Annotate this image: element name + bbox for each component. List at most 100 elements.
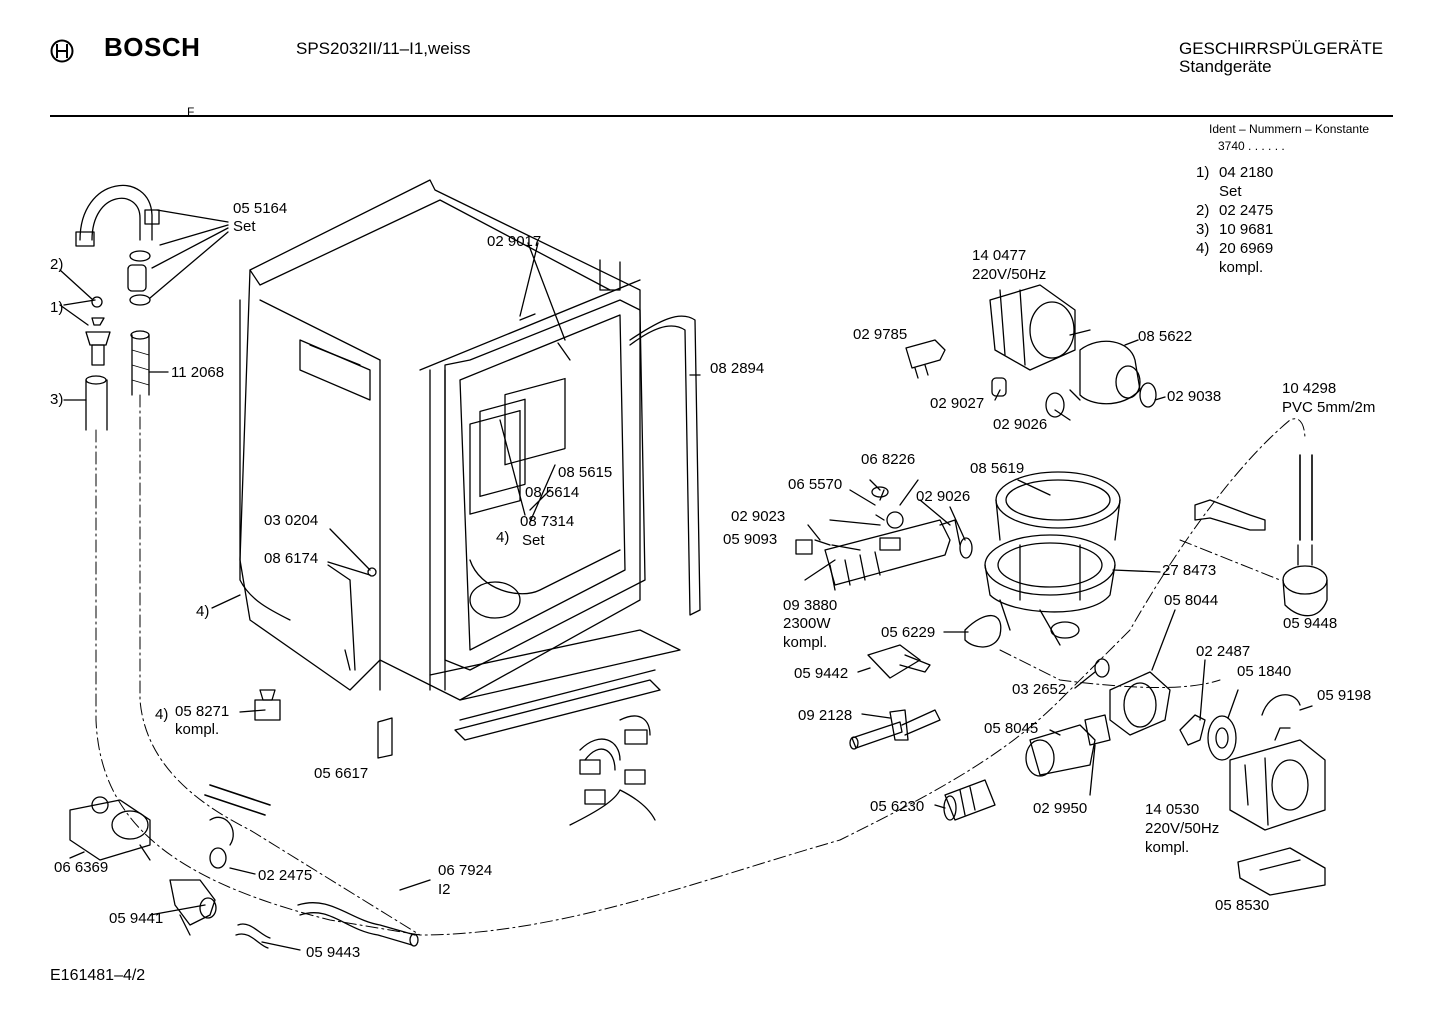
part-label: 08 6174 <box>264 550 319 567</box>
ident-code: 3740 . . . . . . <box>1218 139 1285 153</box>
hose-3-end <box>85 375 107 385</box>
note-marker: 3) <box>50 391 64 408</box>
note-num: 3) <box>1196 221 1210 238</box>
heater-element <box>824 511 961 591</box>
part-label: 05 8044 <box>1164 592 1219 609</box>
part-label: 08 7314 <box>520 513 575 530</box>
pump-housing-058045 <box>1025 724 1096 777</box>
valve-058271 <box>239 689 281 721</box>
part-label: 08 5615 <box>558 464 613 481</box>
part-label: 08 5622 <box>1138 328 1193 345</box>
leader <box>59 269 96 401</box>
thermostat-cap <box>871 486 889 498</box>
header-rule <box>50 115 1393 117</box>
seal-032652 <box>1094 658 1110 678</box>
leader <box>934 609 1176 809</box>
pump-inlet-058044 <box>1109 671 1171 736</box>
connector-hose <box>204 784 271 869</box>
part-label: 06 6369 <box>54 859 109 876</box>
hose-end <box>130 330 150 340</box>
part-label: 02 9023 <box>731 508 786 525</box>
note-text: kompl. <box>1219 259 1264 276</box>
hose-112068 <box>131 334 150 396</box>
bushing-029027 <box>991 377 1007 397</box>
part-label: 08 2894 <box>710 360 765 377</box>
seal-029026a <box>1045 392 1065 418</box>
part-label: 02 9026 <box>916 488 971 505</box>
routing-path <box>139 394 421 936</box>
leader <box>149 209 229 299</box>
leader <box>857 667 891 719</box>
drawing-id: E161481–4/2 <box>50 967 146 984</box>
part-label: 09 2128 <box>798 707 853 724</box>
note-marker: 2) <box>50 256 64 273</box>
part-label: kompl. <box>783 634 828 651</box>
leader <box>211 594 241 609</box>
seal-029038 <box>1139 382 1157 408</box>
part-label: 05 9442 <box>794 665 849 682</box>
note-marker: 4) <box>155 706 169 723</box>
part-label: 05 8530 <box>1215 897 1270 914</box>
part-label: I2 <box>438 881 451 898</box>
part-label: 05 6617 <box>314 765 369 782</box>
leader <box>69 851 431 951</box>
note-text: 02 2475 <box>1219 202 1274 219</box>
part-label: 09 3880 <box>783 597 838 614</box>
part-label: 02 9017 <box>487 233 542 250</box>
part-label: 05 9093 <box>723 531 778 548</box>
part-label: kompl. <box>1145 839 1190 856</box>
note-marker: 1) <box>50 299 64 316</box>
marker-f: F <box>187 105 195 119</box>
leader <box>829 479 966 551</box>
seal-059198 <box>1261 694 1301 716</box>
hose-056230 <box>943 779 996 821</box>
hose-clamp <box>127 250 151 306</box>
leader <box>327 528 371 581</box>
note-num: 4) <box>1196 240 1210 257</box>
tee-092128 <box>849 709 941 750</box>
thermostat <box>869 479 885 521</box>
part-label: 10 4298 <box>1282 380 1337 397</box>
brand-name: BOSCH <box>104 32 201 62</box>
part-label: 08 5619 <box>970 460 1025 477</box>
part-label: 06 7924 <box>438 862 493 879</box>
leader <box>1199 659 1313 721</box>
hose-nozzle <box>85 331 111 366</box>
note-marker: 4) <box>196 603 210 620</box>
model-number: SPS2032II/11–I1,weiss <box>296 39 471 58</box>
drain-hose-067924 <box>297 902 419 947</box>
subcategory-title: Standgeräte <box>1179 57 1272 76</box>
part-label: 03 2652 <box>1012 681 1067 698</box>
cover-058530 <box>1237 847 1326 896</box>
part-label: 05 5164 <box>233 200 288 217</box>
ident-title: Ident – Nummern – Konstante <box>1209 122 1370 136</box>
part-label: 14 0530 <box>1145 801 1200 818</box>
part-label: 08 5614 <box>525 484 580 501</box>
part-label: 14 0477 <box>972 247 1027 264</box>
part-label: 11 2068 <box>171 364 225 381</box>
note-text: 04 2180 <box>1219 164 1274 181</box>
part-label: 05 6230 <box>870 798 925 815</box>
spring <box>807 524 831 546</box>
hose-connector-059442 <box>867 644 931 679</box>
base-plate <box>429 629 681 741</box>
part-label: 02 9950 <box>1033 800 1088 817</box>
routing-path <box>95 418 1306 936</box>
part-label: 02 2487 <box>1196 643 1251 660</box>
note-marker: 4) <box>496 529 510 546</box>
bosch-logo-icon <box>50 39 74 63</box>
leader <box>994 339 1166 421</box>
pump-housing-085622 <box>1069 340 1141 405</box>
part-label: 27 8473 <box>1162 562 1217 579</box>
leader <box>519 242 571 361</box>
routing-path <box>1179 539 1281 581</box>
washer <box>91 296 103 308</box>
part-label: kompl. <box>175 721 220 738</box>
part-label: 06 5570 <box>788 476 843 493</box>
part-label: 05 1840 <box>1237 663 1292 680</box>
note-text: 10 9681 <box>1219 221 1274 238</box>
part-label: 02 9785 <box>853 326 908 343</box>
hose-056229 <box>964 614 1002 648</box>
seal-029026 <box>959 537 973 559</box>
part-label: 05 9198 <box>1317 687 1372 704</box>
